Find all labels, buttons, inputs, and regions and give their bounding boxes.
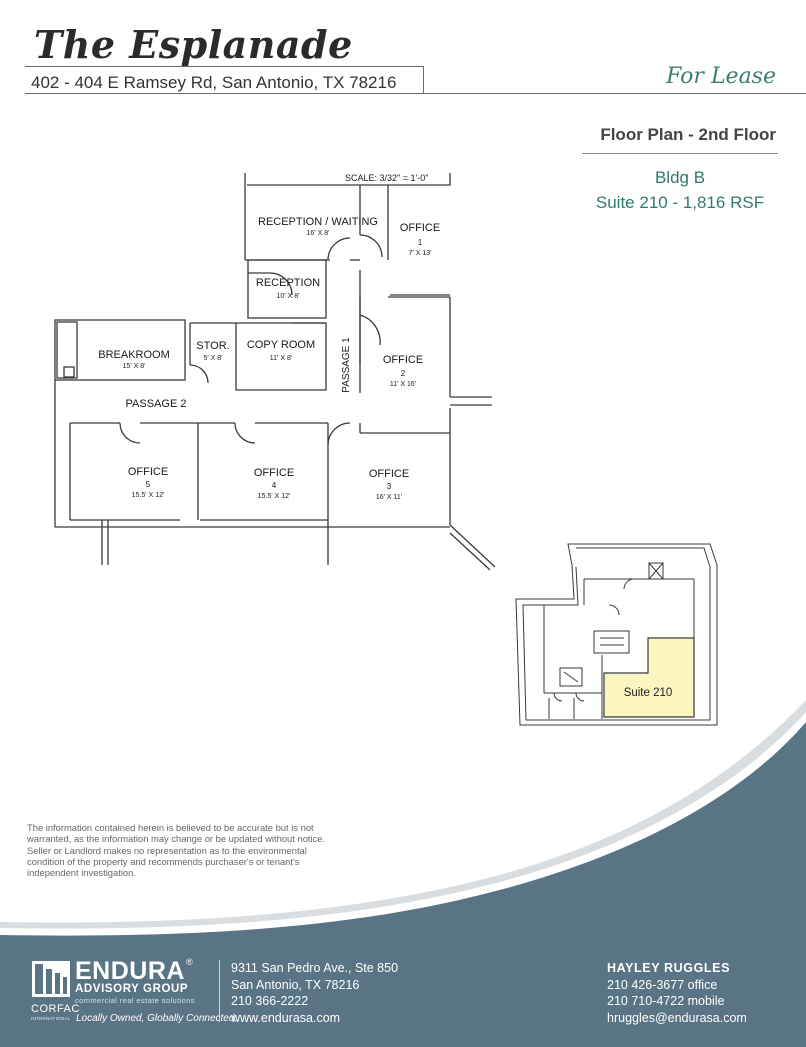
building-label: Bldg B xyxy=(654,168,706,187)
floor-plan-drawing: SCALE: 3/32" = 1'-0" RECEPTION / WAITING… xyxy=(54,173,496,571)
room-reception-waiting-size: 16' X 8' xyxy=(307,230,330,237)
logo-tagline-small: commercial real estate solutions xyxy=(75,996,195,1005)
contact-info: HAYLEY RUGGLES 210 426-3677 office 210 7… xyxy=(607,960,747,1026)
property-address: 402 - 404 E Ramsey Rd, San Antonio, TX 7… xyxy=(31,73,397,92)
room-office-5-size: 15.5' X 12' xyxy=(132,492,165,499)
address-frame xyxy=(25,66,424,94)
room-reception-name: RECEPTION xyxy=(256,277,320,289)
room-office-3-number: 3 xyxy=(387,482,392,491)
room-office-5-name: OFFICE xyxy=(128,466,168,478)
scale-label: SCALE: 3/32" = 1'-0" xyxy=(345,173,428,183)
suite-210-highlight xyxy=(603,637,695,718)
logo-subtitle: ADVISORY GROUP xyxy=(75,983,189,995)
room-office-4-size: 15.5' X 12' xyxy=(258,493,291,500)
header-rule xyxy=(25,93,806,94)
office-phone[interactable]: 210 366-2222 xyxy=(231,994,309,1008)
contact-name: HAYLEY RUGGLES xyxy=(607,961,731,975)
room-copy-size: 11' X 8' xyxy=(270,355,292,362)
floor-plan-rule xyxy=(582,153,778,154)
room-office-2-size: 11' X 16' xyxy=(390,381,416,388)
office-info: 9311 San Pedro Ave., Ste 850 San Antonio… xyxy=(231,960,398,1026)
room-reception-size: 10' X 8' xyxy=(277,293,300,300)
room-stor-size: 5' X 8' xyxy=(203,355,222,362)
room-stor-name: STOR. xyxy=(196,340,229,352)
logo-name: ENDURA® xyxy=(75,957,194,985)
room-office-3-name: OFFICE xyxy=(369,468,409,480)
property-title: The Esplanade xyxy=(34,22,353,67)
suite-size-label: Suite 210 - 1,816 RSF xyxy=(595,193,765,212)
endura-logo-icon xyxy=(32,961,70,997)
office-website-link[interactable]: www.endurasa.com xyxy=(231,1010,341,1025)
room-office-2-number: 2 xyxy=(401,369,406,378)
room-office-1-number: 1 xyxy=(418,238,423,247)
contact-office-phone[interactable]: 210 426-3677 office xyxy=(607,977,718,992)
room-office-5-number: 5 xyxy=(146,480,151,489)
contact-mobile-phone[interactable]: 210 710-4722 mobile xyxy=(607,994,725,1008)
room-breakroom-size: 15' X 8' xyxy=(123,363,146,370)
suite-210-label: Suite 210 xyxy=(624,687,673,699)
room-reception-waiting-name: RECEPTION / WAITING xyxy=(258,216,378,228)
room-office-2-name: OFFICE xyxy=(383,354,423,366)
corfac-logo: CORFAC xyxy=(31,1003,80,1015)
brand-tagline: Locally Owned, Globally Connected. xyxy=(76,1013,238,1024)
room-office-1-size: 7' X 13' xyxy=(409,250,432,257)
room-office-4-name: OFFICE xyxy=(254,467,294,479)
room-breakroom-name: BREAKROOM xyxy=(98,349,170,361)
office-street: 9311 San Pedro Ave., Ste 850 xyxy=(231,961,399,975)
key-plan: Suite 210 xyxy=(515,543,718,726)
passage-1-label: PASSAGE 1 xyxy=(341,337,352,393)
disclaimer-text: The information contained herein is beli… xyxy=(27,822,326,879)
passage-2-label: PASSAGE 2 xyxy=(126,398,187,410)
room-office-4-number: 4 xyxy=(272,481,277,490)
room-copy-name: COPY ROOM xyxy=(247,339,315,351)
lease-label: For Lease xyxy=(666,64,776,89)
footer-divider xyxy=(219,960,220,1022)
contact-email-link[interactable]: hruggles@endurasa.com xyxy=(607,1010,747,1025)
room-office-1-name: OFFICE xyxy=(400,222,440,234)
office-city: San Antonio, TX 78216 xyxy=(231,977,360,992)
floor-plan-title: Floor Plan - 2nd Floor xyxy=(600,125,776,144)
corfac-subtitle: INTERNATIONAL xyxy=(31,1016,71,1021)
room-office-3-size: 16' X 11' xyxy=(376,494,402,501)
